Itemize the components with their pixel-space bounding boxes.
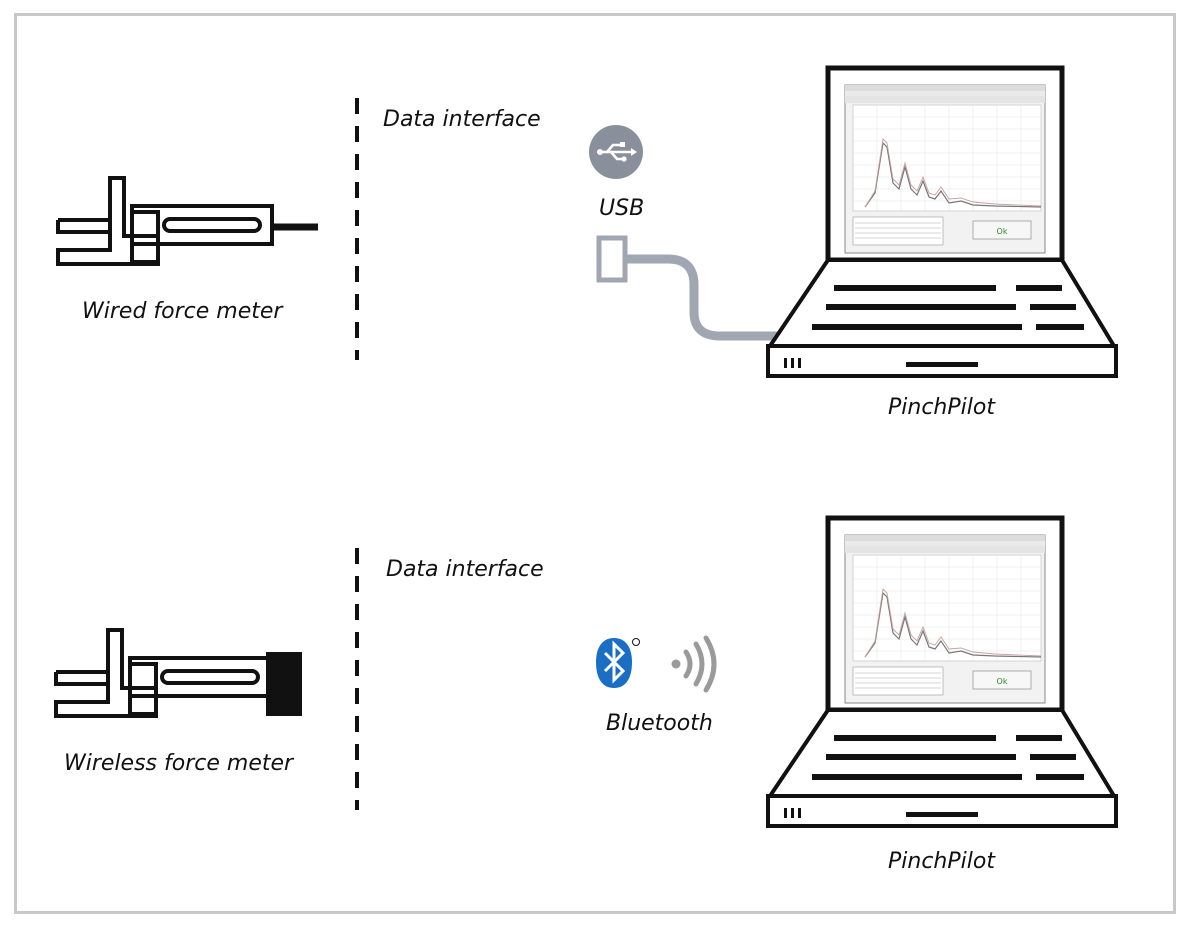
pinchpilot-screen-top: Ok xyxy=(844,84,1046,254)
top-interface-label: Data interface xyxy=(383,107,541,132)
ok-button-top: Ok xyxy=(997,227,1008,236)
usb-icon xyxy=(589,125,643,179)
wired-force-meter-drawing xyxy=(56,176,318,266)
bluetooth-icon xyxy=(596,638,640,688)
bluetooth-label: Bluetooth xyxy=(606,711,713,736)
diagram-frame xyxy=(14,13,1176,914)
bottom-app-label: PinchPilot xyxy=(888,849,995,874)
ok-button-bottom: Ok xyxy=(997,677,1008,686)
wireless-signal-icon xyxy=(671,635,717,693)
top-app-label: PinchPilot xyxy=(888,395,995,420)
usb-label: USB xyxy=(599,196,645,221)
laptop-top: Ok xyxy=(762,60,1122,380)
wired-force-meter-label: Wired force meter xyxy=(82,299,283,324)
laptop-bottom: Ok xyxy=(762,510,1122,830)
pinchpilot-screen-bottom: Ok xyxy=(844,534,1046,704)
top-divider xyxy=(355,98,359,360)
wireless-force-meter-label: Wireless force meter xyxy=(64,751,294,776)
usb-cable xyxy=(596,235,790,341)
wireless-force-meter-drawing xyxy=(54,628,302,718)
bottom-divider xyxy=(355,548,359,810)
bottom-interface-label: Data interface xyxy=(386,557,544,582)
